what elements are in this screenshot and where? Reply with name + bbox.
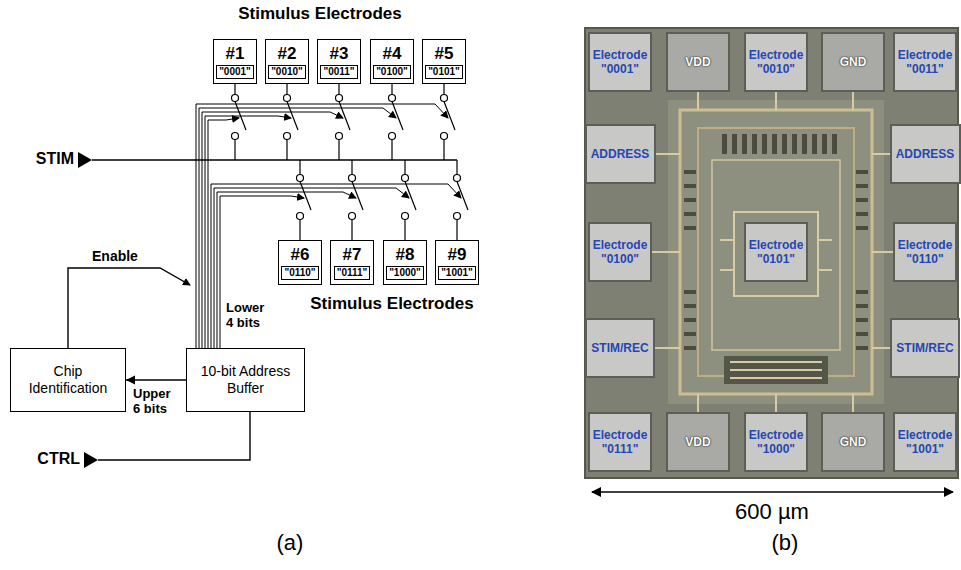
electrode-box: #4 "0100" (370, 39, 414, 84)
bond-pad: Electrode "0001" (588, 32, 652, 92)
bus-label: Lower 4 bits (226, 300, 272, 330)
bond-pad: ADDRESS (585, 124, 656, 184)
bond-pad: Electrode "1000" (744, 412, 808, 472)
pad-label: Electrode "0010" (748, 48, 804, 76)
connector (126, 376, 186, 385)
power-pad: GND (821, 412, 885, 472)
address-code: "1001" (438, 266, 476, 280)
pad-label: Electrode "0001" (592, 48, 648, 76)
electrode-box: #3 "0011" (317, 39, 361, 84)
electrode-number: #4 (383, 44, 402, 63)
pad-label: Electrode "0111" (592, 428, 648, 456)
pad-label: Electrode "1001" (897, 428, 953, 456)
address-code: "0100" (373, 65, 411, 79)
pad-label: Electrode "1000" (748, 428, 804, 456)
bond-pad: Electrode "0111" (588, 412, 652, 472)
address-code: "1000" (386, 266, 424, 280)
block-name: Chip Identification (19, 363, 117, 397)
electrode-box: #6 "0110" (278, 240, 322, 285)
signal-name: STIM (36, 150, 74, 168)
signal-name: Enable (92, 248, 138, 264)
electrode-number: #3 (330, 44, 349, 63)
address-buffer-block: 10-bit Address Buffer (186, 348, 305, 412)
panel-label: (a) (277, 530, 304, 555)
electrode-box: #8 "1000" (383, 240, 427, 285)
bond-pad: STIM/REC (890, 318, 960, 378)
pad-label: GND (840, 55, 867, 69)
dimension-label: 600 µm (735, 499, 809, 524)
dimension-arrow (592, 492, 953, 493)
edge-label: Upper 6 bits (133, 386, 179, 416)
caption-label: Stimulus Electrodes (238, 4, 401, 24)
bond-pad: STIM/REC (585, 318, 655, 378)
bond-pad: Electrode "0011" (893, 32, 957, 92)
pad-label: VDD (685, 435, 710, 449)
chip-die (585, 28, 958, 478)
bond-pad: Electrode "0100" (588, 222, 652, 282)
pad-label: STIM/REC (591, 341, 648, 355)
switch-array (232, 84, 469, 240)
bond-pad: Electrode "0110" (893, 222, 957, 282)
pad-label: GND (840, 435, 867, 449)
electrode-box: #1 "0001" (213, 39, 257, 84)
signal-name: CTRL (37, 450, 80, 468)
pad-label: Electrode "0100" (592, 238, 648, 266)
electrode-number: #6 (291, 245, 310, 264)
electrode-box: #7 "0111" (330, 240, 374, 285)
address-code: "0101" (425, 65, 463, 79)
address-code: "0001" (216, 65, 254, 79)
bond-pad: Electrode "0101" (744, 222, 808, 282)
electrode-number: #9 (448, 245, 467, 264)
arrow-head (126, 376, 135, 385)
caption-label: Stimulus Electrodes (310, 294, 473, 314)
pad-label: Electrode "0011" (897, 48, 953, 76)
electrode-number: #2 (278, 44, 297, 63)
address-code: "0011" (320, 65, 357, 79)
bond-pad: Electrode "0010" (744, 32, 808, 92)
pad-label: ADDRESS (591, 147, 650, 161)
electrode-number: #5 (435, 44, 454, 63)
power-pad: VDD (666, 412, 730, 472)
power-pad: VDD (666, 32, 730, 92)
panel-label: (b) (772, 530, 799, 555)
electrode-box: #5 "0101" (422, 39, 466, 84)
pad-label: VDD (685, 55, 710, 69)
bond-pad: ADDRESS (890, 124, 961, 184)
electrode-number: #7 (343, 245, 362, 264)
pad-label: Electrode "0110" (897, 238, 953, 266)
address-code: "0111" (334, 266, 371, 280)
address-code: "0110" (281, 266, 318, 280)
electrode-number: #8 (396, 245, 415, 264)
address-code: "0010" (268, 65, 306, 79)
pad-label: Electrode "0101" (748, 238, 804, 266)
block-name: 10-bit Address Buffer (197, 363, 295, 397)
power-pad: GND (821, 32, 885, 92)
pad-label: STIM/REC (896, 341, 953, 355)
bond-pad: Electrode "1001" (893, 412, 957, 472)
pad-label: ADDRESS (896, 147, 955, 161)
electrode-box: #2 "0010" (265, 39, 309, 84)
electrode-box: #9 "1001" (435, 240, 479, 285)
electrode-number: #1 (226, 44, 245, 63)
chip-id-block: Chip Identification (10, 348, 126, 412)
